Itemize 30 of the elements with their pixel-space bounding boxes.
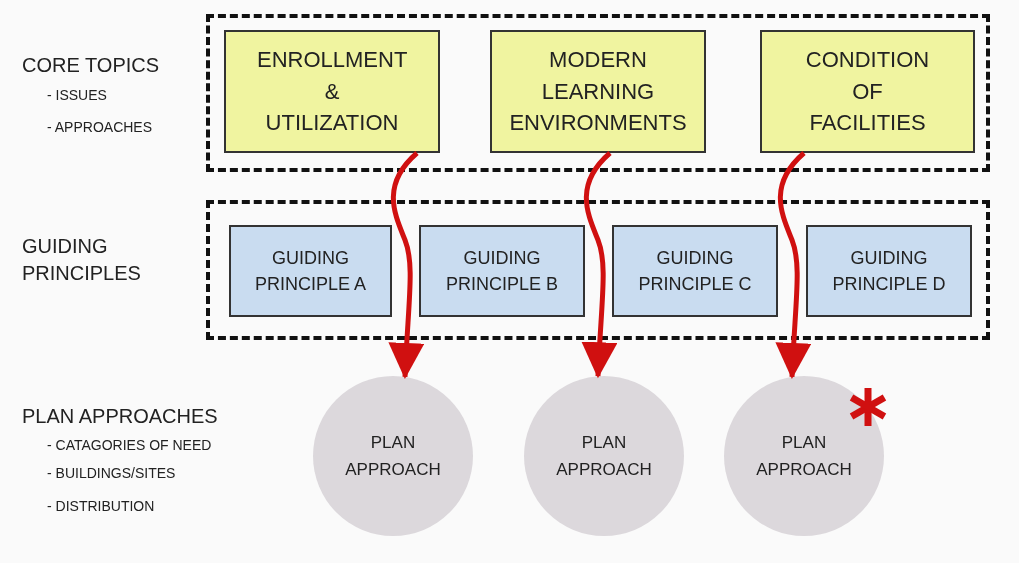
- side-label: - ISSUES: [47, 86, 107, 105]
- node-text: PLAN APPROACH: [755, 431, 853, 481]
- principle-box: [612, 225, 778, 317]
- node-text: GUIDING PRINCIPLE C: [637, 246, 753, 296]
- side-label: - CATAGORIES OF NEED: [47, 436, 212, 455]
- wavy-arrow: [388, 151, 425, 379]
- wavy-arrow: [775, 151, 812, 379]
- node-text: GUIDING PRINCIPLE A: [253, 246, 367, 296]
- principle-box: [419, 225, 585, 317]
- side-label: GUIDING PRINCIPLES: [22, 234, 142, 286]
- topic-box: [224, 30, 440, 153]
- topic-box: [490, 30, 706, 153]
- node-text: GUIDING PRINCIPLE B: [444, 246, 559, 296]
- node-text: PLAN APPROACH: [344, 431, 442, 481]
- side-label: PLAN APPROACHES: [22, 404, 218, 429]
- side-label: - APPROACHES: [47, 118, 153, 137]
- side-label: - BUILDINGS/SITES: [47, 464, 176, 483]
- node-text: PLAN APPROACH: [555, 431, 653, 481]
- side-label: CORE TOPICS: [22, 53, 160, 78]
- dashed-group-frame: [206, 14, 990, 172]
- wavy-arrow: [581, 151, 618, 379]
- principle-box: [806, 225, 972, 317]
- node-text: MODERN LEARNING ENVIRONMENTS: [509, 45, 687, 138]
- node-text: ENROLLMENT & UTILIZATION: [257, 45, 407, 138]
- node-text: GUIDING PRINCIPLE D: [831, 246, 947, 296]
- node-text: CONDITION OF FACILITIES: [805, 45, 930, 138]
- dashed-group-frame: [206, 200, 990, 340]
- topic-box: [760, 30, 975, 153]
- principle-box: [229, 225, 392, 317]
- side-label: - DISTRIBUTION: [47, 497, 155, 516]
